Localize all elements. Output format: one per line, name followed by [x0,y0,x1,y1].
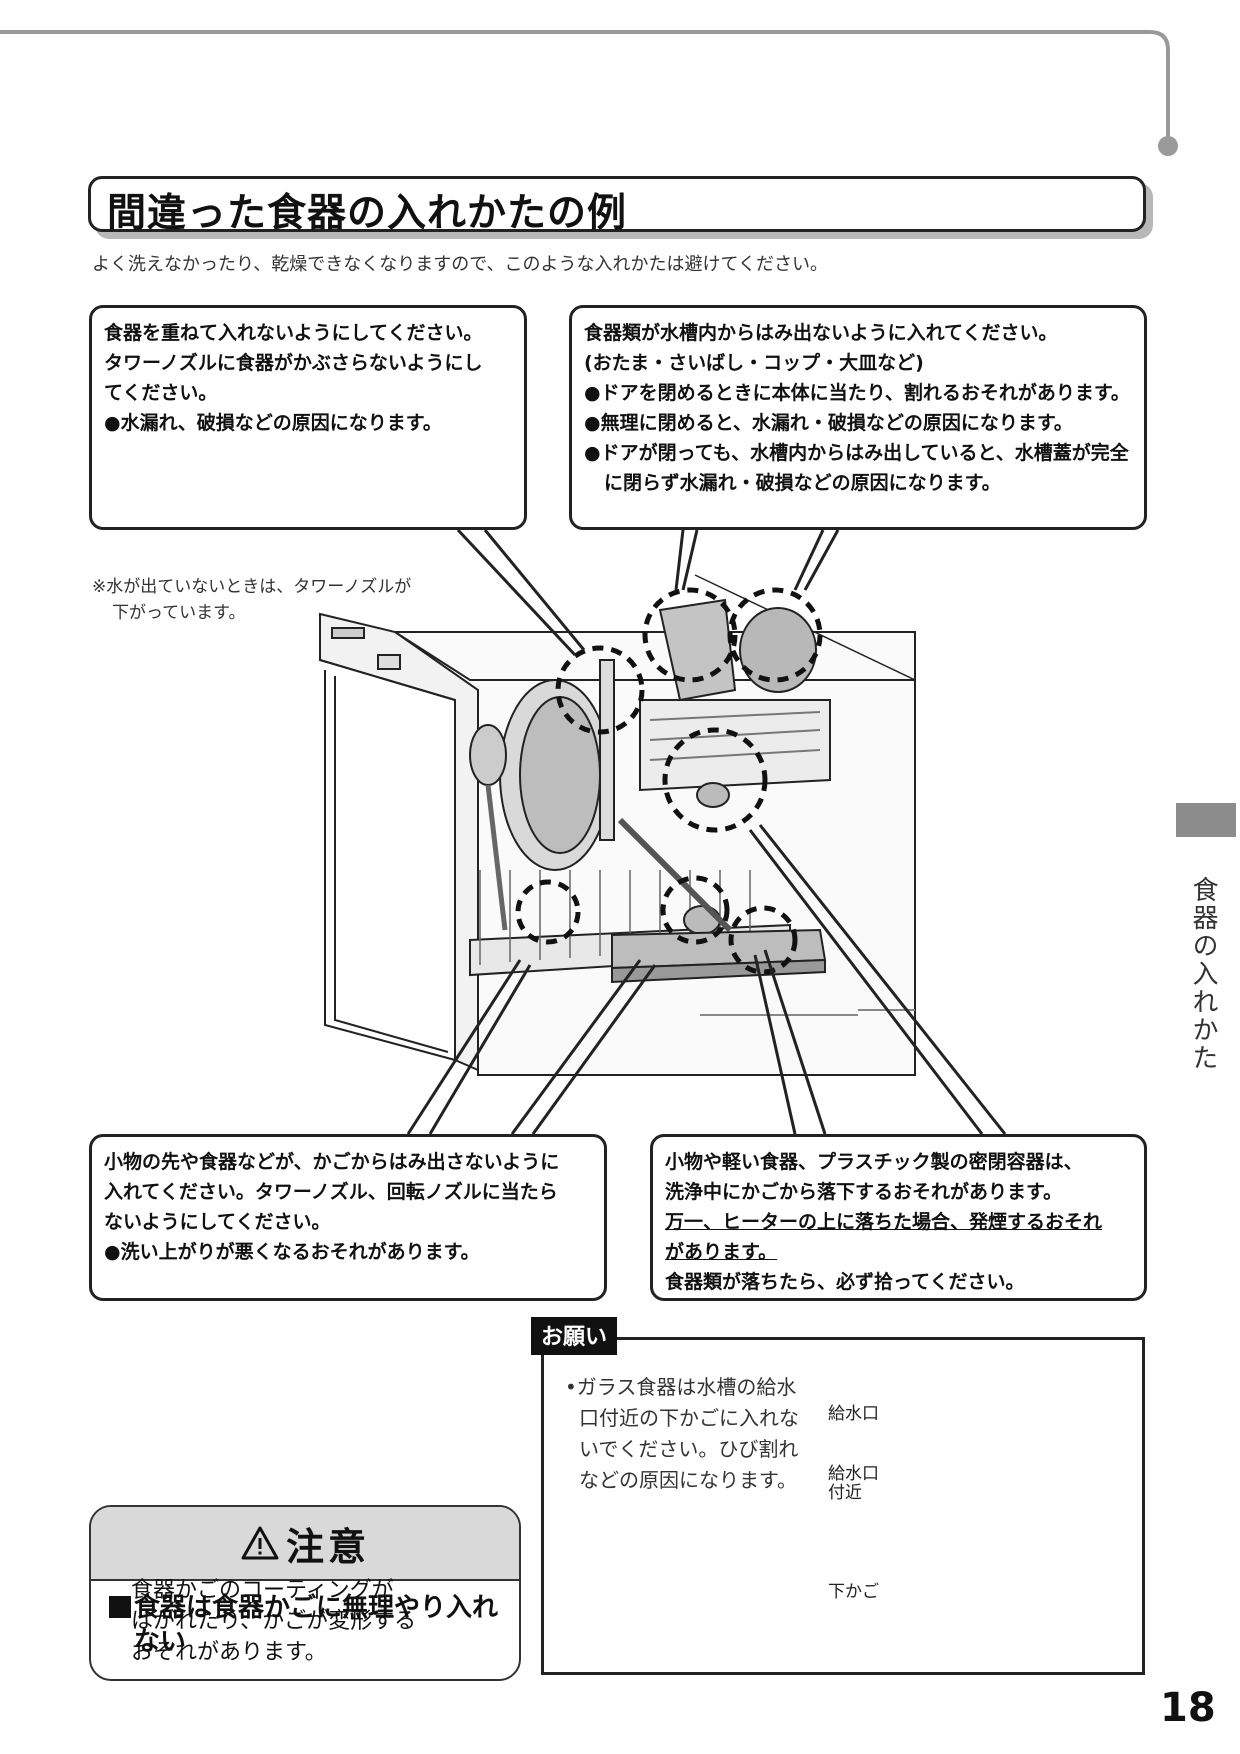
callout-bullet: ●ドアが閉っても、水槽内からはみ出していると、水槽蓋が完全に閉らず水漏れ・破損な… [584,442,1129,494]
callout-line: 食器類が落ちたら、必ず拾ってください。 [665,1271,1025,1293]
section-title-box: 間違った食器の入れかたの例 [88,176,1146,236]
request-tag: お願い [531,1317,618,1355]
diagram-label-lower-basket: 下かご [828,1582,879,1602]
top-rule-dot [1158,136,1178,156]
caution-body-line: おそれがあります。 [131,1640,327,1665]
diagram-label-near-inlet: 給水口 付近 [828,1465,879,1503]
water-note-line: 下がっています。 [112,603,246,623]
diagram-label-line: 給水口 [828,1464,879,1484]
callout-line: 食器類が水槽内からはみ出ないように入れてください。 [584,322,1058,344]
caution-box: 注意 食器は食器かごに無理やり入れ ない [89,1505,521,1681]
request-text: •ガラス食器は水槽の給水 口付近の下かごに入れな いでください。ひび割れ などの… [565,1372,825,1496]
request-line: 口付近の下かごに入れな [579,1406,799,1430]
highlight-circles [515,587,823,975]
callout-line: 洗浄中にかごから落下するおそれがあります。 [665,1181,1063,1203]
caution-body-line: はがれたり、かごが変形する [131,1609,417,1634]
callout-warning: があります。 [665,1241,778,1263]
callout-stacking: 食器を重ねて入れないようにしてください。 タワーノズルに食器がかぶさらないように… [89,305,527,530]
water-note-line: ※水が出ていないときは、タワーノズルが [92,577,412,597]
page-title: 間違った食器の入れかたの例 [107,191,628,236]
callout-line: (おたま・さいばし・コップ・大皿など) [584,352,924,374]
callout-line: 小物や軽い食器、プラスチック製の密閉容器は、 [665,1151,1083,1173]
callout-line: ないようにしてください。 [104,1211,331,1233]
caution-body-text: 食器かごのコーティングが はがれたり、かごが変形する おそれがあります。 [131,1575,416,1668]
request-line: •ガラス食器は水槽の給水 [565,1375,797,1399]
callout-line: 食器を重ねて入れないようにしてください。 [104,322,483,344]
callout-bullet: ●洗い上がりが悪くなるおそれがあります。 [104,1241,480,1263]
caution-rule-line: ない [134,1627,187,1657]
diagram-label-inlet: 給水口 [828,1404,879,1424]
page-number: 18 [1160,1685,1216,1731]
lead-text: よく洗えなかったり、乾燥できなくなりますので、このような入れかたは避けてください… [92,254,829,275]
warning-triangle-icon [241,1526,279,1560]
callout-overhang: 食器類が水槽内からはみ出ないように入れてください。 (おたま・さいばし・コップ・… [569,305,1147,530]
diagram-label-line: 付近 [828,1483,862,1503]
caution-body-line: 食器かごのコーティングが [131,1578,394,1603]
top-rule [0,30,1170,145]
callout-warning: 万一、ヒーターの上に落ちた場合、発煙するおそれ [665,1211,1103,1233]
section-tab-marker [1176,803,1236,837]
caution-heading-text: 注意 [285,1524,370,1569]
water-note: ※水が出ていないときは、タワーノズルが 下がっています。 [92,574,411,626]
callout-line: てください。 [104,382,218,404]
callout-protruding-items: 小物の先や食器などが、かごからはみ出さないように 入れてください。タワーノズル、… [89,1134,607,1301]
callout-falling-items: 小物や軽い食器、プラスチック製の密閉容器は、 洗浄中にかごから落下するおそれがあ… [650,1134,1147,1301]
section-tab-label: 食器の入れかた [1188,876,1218,1072]
callout-line: タワーノズルに食器がかぶさらないようにし [104,352,483,374]
callout-bullet: ●無理に閉めると、水漏れ・破損などの原因になります。 [584,412,1073,434]
square-bullet-icon [109,1596,131,1618]
callout-bullet: ●ドアを閉めるときに本体に当たり、割れるおそれがあります。 [584,382,1130,404]
callout-pointers [406,528,1007,1135]
callout-bullet: ●水漏れ、破損などの原因になります。 [104,412,442,434]
request-line: などの原因になります。 [579,1468,797,1492]
callout-line: 小物の先や食器などが、かごからはみ出さないように [104,1151,560,1173]
request-line: いでください。ひび割れ [579,1437,799,1461]
caution-rule-line: 食器は食器かごに無理やり入れ [134,1593,499,1623]
callout-line: 入れてください。タワーノズル、回転ノズルに当たら [104,1181,558,1203]
caution-heading: 注意 [91,1507,519,1581]
caution-rule: 食器は食器かごに無理やり入れ ない [109,1591,509,1659]
request-box [541,1337,1145,1675]
